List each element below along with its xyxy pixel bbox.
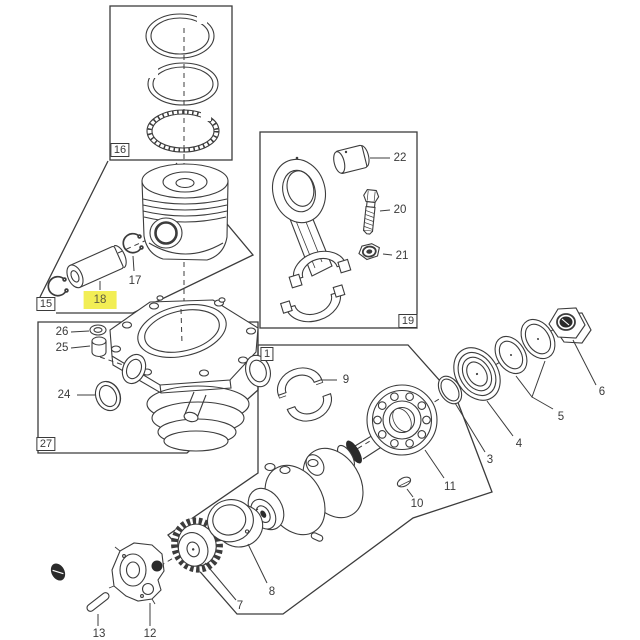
- bearing-cap: [279, 284, 346, 323]
- part-label-22[interactable]: 22: [393, 152, 407, 164]
- group-label-15[interactable]: 15: [36, 297, 56, 311]
- conrod-nut-21: [358, 243, 380, 261]
- crank-black-band: [346, 440, 362, 464]
- drive-pin-drawing: [86, 592, 110, 612]
- shim-washers-drawing: [494, 318, 556, 375]
- conrod-box-border: [259, 131, 418, 329]
- part-label-21[interactable]: 21: [395, 250, 409, 262]
- right-port-boss: [245, 354, 271, 388]
- bore-centerline-dash: [180, 308, 183, 345]
- part-label-10[interactable]: 10: [410, 498, 424, 510]
- region-borders: [37, 5, 493, 615]
- timing-gear-drawing: [171, 517, 223, 573]
- part-label-7[interactable]: 7: [236, 600, 244, 612]
- pin-hole: [154, 221, 178, 245]
- part-label-5[interactable]: 5: [557, 411, 565, 423]
- part-label-8[interactable]: 8: [268, 586, 276, 598]
- seal-24-drawing: [94, 380, 122, 412]
- ball-bearing-drawing: [366, 384, 438, 456]
- connecting-rod-drawing: [272, 144, 380, 323]
- oil-ring-slots: [147, 110, 219, 152]
- part-label-9[interactable]: 9: [342, 374, 350, 386]
- cylinder-bore: [137, 304, 227, 358]
- part-label-12[interactable]: 12: [143, 628, 157, 640]
- leader-lines: [70, 157, 597, 626]
- group-label-27[interactable]: 27: [36, 437, 56, 451]
- conrod-bolt-20: [362, 189, 380, 235]
- spacer-ring-drawing: [206, 499, 264, 548]
- part-label-25[interactable]: 25: [55, 342, 69, 354]
- crank-key: [310, 532, 324, 542]
- part-label-18-highlighted[interactable]: 18: [83, 291, 117, 309]
- left-port-boss: [121, 353, 147, 385]
- part-label-13[interactable]: 13: [92, 628, 106, 640]
- part-label-24[interactable]: 24: [57, 389, 71, 401]
- small-end-bushing-22: [333, 144, 370, 174]
- group-label-19[interactable]: 19: [398, 314, 418, 328]
- part-label-17[interactable]: 17: [128, 275, 142, 287]
- circlip-left-drawing: [47, 275, 69, 297]
- part-label-20[interactable]: 20: [393, 204, 407, 216]
- woodruff-key-drawing: [396, 476, 412, 488]
- group-label-1[interactable]: 1: [260, 347, 274, 361]
- bearing-shells-drawing: [276, 367, 333, 422]
- pump-retainer: [50, 563, 66, 581]
- drain-stub: [184, 391, 207, 419]
- plug-26-drawing: [89, 324, 107, 336]
- part-label-4[interactable]: 4: [515, 438, 523, 450]
- circlip-17-drawing: [122, 232, 144, 254]
- oil-seal-drawing: [453, 347, 501, 401]
- piston-pin-drawing: [66, 245, 127, 289]
- part-label-11[interactable]: 11: [444, 481, 456, 493]
- crank-region-border: [167, 344, 493, 615]
- oil-pump-drawing: [50, 542, 165, 605]
- part-label-3[interactable]: 3: [486, 454, 494, 466]
- piston-rings-drawing: [145, 13, 220, 153]
- plug-25-drawing: [91, 336, 107, 358]
- crank-nut-drawing: [548, 307, 592, 344]
- rings-box-border: [109, 5, 233, 161]
- part-label-6[interactable]: 6: [598, 386, 606, 398]
- group-label-16[interactable]: 16: [110, 143, 130, 157]
- big-end-saddle: [288, 250, 352, 289]
- part-label-26[interactable]: 26: [55, 326, 69, 338]
- cylinder-drawing: [109, 295, 271, 452]
- piston-drawing: [141, 163, 229, 261]
